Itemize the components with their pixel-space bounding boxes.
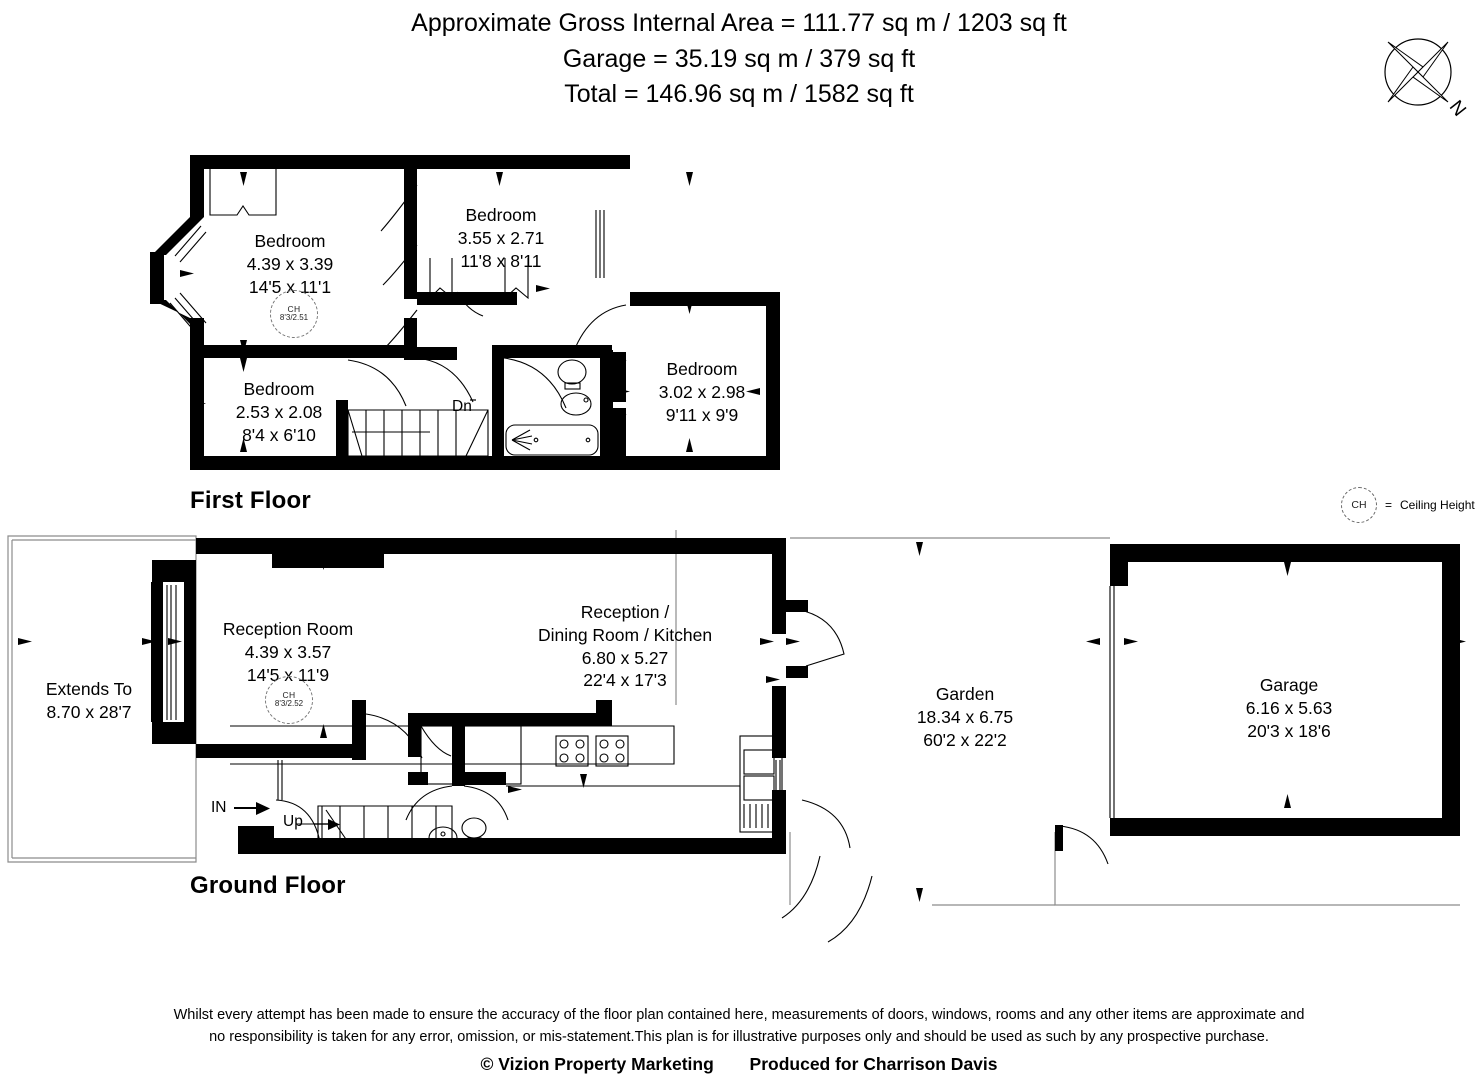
ground-floor-walls [151, 538, 1460, 854]
room-imperial: 9'11 x 9'9 [665, 404, 739, 425]
ceiling-height-badge-reception-room: CH 8'3/2.52 [265, 676, 313, 724]
room-metric: 3.02 x 2.98 [658, 381, 746, 402]
room-imperial: 11'8 x 8'11 [460, 250, 542, 271]
compass-rose-icon: N [1368, 22, 1470, 122]
room-label-bedroom-master: Bedroom 4.39 x 3.39 14'5 x 11'1 [212, 230, 368, 298]
room-imperial: 22'4 x 17'3 [583, 670, 667, 691]
room-metric: 2.53 x 2.08 [235, 401, 323, 422]
room-label-bedroom-four: Bedroom 2.53 x 2.08 8'4 x 6'10 [203, 378, 355, 446]
ch-value: 8'3/2.51 [279, 313, 309, 323]
room-imperial: 14'5 x 11'1 [248, 276, 332, 297]
room-name: Bedroom [243, 379, 315, 399]
garage-area-line: Garage = 35.19 sq m / 379 sq ft [562, 44, 916, 73]
room-metric: 4.39 x 3.57 [244, 641, 332, 662]
room-label-bedroom-two: Bedroom 3.55 x 2.71 11'8 x 8'11 [425, 204, 577, 272]
room-label-reception-room: Reception Room 4.39 x 3.57 14'5 x 11'9 [202, 618, 374, 686]
disclaimer-line-2: no responsibility is taken for any error… [209, 1029, 1269, 1046]
ch-abbrev: CH [287, 304, 301, 315]
first-floor-title: First Floor [190, 487, 311, 514]
room-metric: 6.16 x 5.63 [1245, 697, 1333, 718]
copyright-text: © Vizion Property Marketing [480, 1054, 714, 1075]
room-metric: 4.39 x 3.39 [246, 253, 334, 274]
area-summary: Approximate Gross Internal Area = 111.77… [0, 6, 1478, 113]
room-imperial: 20'3 x 18'6 [1247, 720, 1331, 741]
ch-legend-text: Ceiling Height [1400, 498, 1475, 512]
room-name: Garden [935, 684, 995, 704]
room-metric: 3.55 x 2.71 [457, 227, 545, 248]
garden-boundary [675, 530, 1460, 906]
total-area-line: Total = 146.96 sq m / 1582 sq ft [564, 80, 914, 108]
disclaimer-line-1: Whilst every attempt has been made to en… [173, 1007, 1305, 1023]
stairs-down-label: Dn [452, 398, 472, 415]
room-imperial: 60'2 x 22'2 [923, 729, 1007, 750]
room-label-garage: Garage 6.16 x 5.63 20'3 x 18'6 [1206, 674, 1372, 742]
room-label-bedroom-three: Bedroom 3.02 x 2.98 9'11 x 9'9 [628, 358, 776, 426]
credits: © Vizion Property Marketing Produced for… [0, 1054, 1478, 1075]
room-metric: 8.70 x 28'7 [46, 701, 132, 722]
room-name: Bedroom [254, 231, 326, 251]
first-floor-walls [150, 155, 780, 470]
first-floor-dimension-ticks [180, 172, 760, 452]
room-imperial: 8'4 x 6'10 [242, 424, 316, 445]
extends-to-boundary [7, 535, 197, 863]
stairs-up-label: Up [283, 813, 303, 830]
room-label-extends-to: Extends To 8.70 x 28'7 [10, 678, 168, 724]
footer: Whilst every attempt has been made to en… [0, 1004, 1478, 1075]
room-name-line1: Reception / [580, 602, 670, 622]
entrance-label: IN [211, 799, 227, 816]
gross-internal-area-line: Approximate Gross Internal Area = 111.77… [411, 9, 1067, 37]
room-label-reception-dining-kitchen: Reception / Dining Room / Kitchen 6.80 x… [500, 601, 750, 692]
room-imperial: 14'5 x 11'9 [246, 664, 330, 685]
ch-legend-badge: CH [1341, 487, 1377, 523]
room-metric: 6.80 x 5.27 [581, 647, 669, 668]
ch-legend-equals: = [1385, 498, 1393, 512]
ground-floor-fixtures [160, 540, 1115, 943]
room-label-garden: Garden 18.34 x 6.75 60'2 x 22'2 [882, 683, 1048, 751]
room-name: Reception Room [222, 619, 354, 639]
first-floor-fixtures [156, 169, 779, 468]
room-name: Garage [1259, 675, 1319, 695]
ch-abbrev: CH [282, 690, 296, 701]
ceiling-height-legend: CH = Ceiling Height [1341, 487, 1475, 523]
ceiling-height-badge-master-bedroom: CH 8'3/2.51 [270, 290, 318, 338]
ch-value: 8'3/2.52 [274, 699, 304, 709]
room-name: Bedroom [666, 359, 738, 379]
ground-floor-dimension-ticks [18, 542, 1466, 902]
room-name: Extends To [45, 679, 133, 699]
produced-for-text: Produced for Charrison Davis [749, 1054, 998, 1075]
room-name: Bedroom [465, 205, 537, 225]
ground-floor-title: Ground Floor [190, 872, 346, 899]
room-metric: 18.34 x 6.75 [916, 706, 1014, 727]
room-name-line2: Dining Room / Kitchen [537, 624, 713, 645]
